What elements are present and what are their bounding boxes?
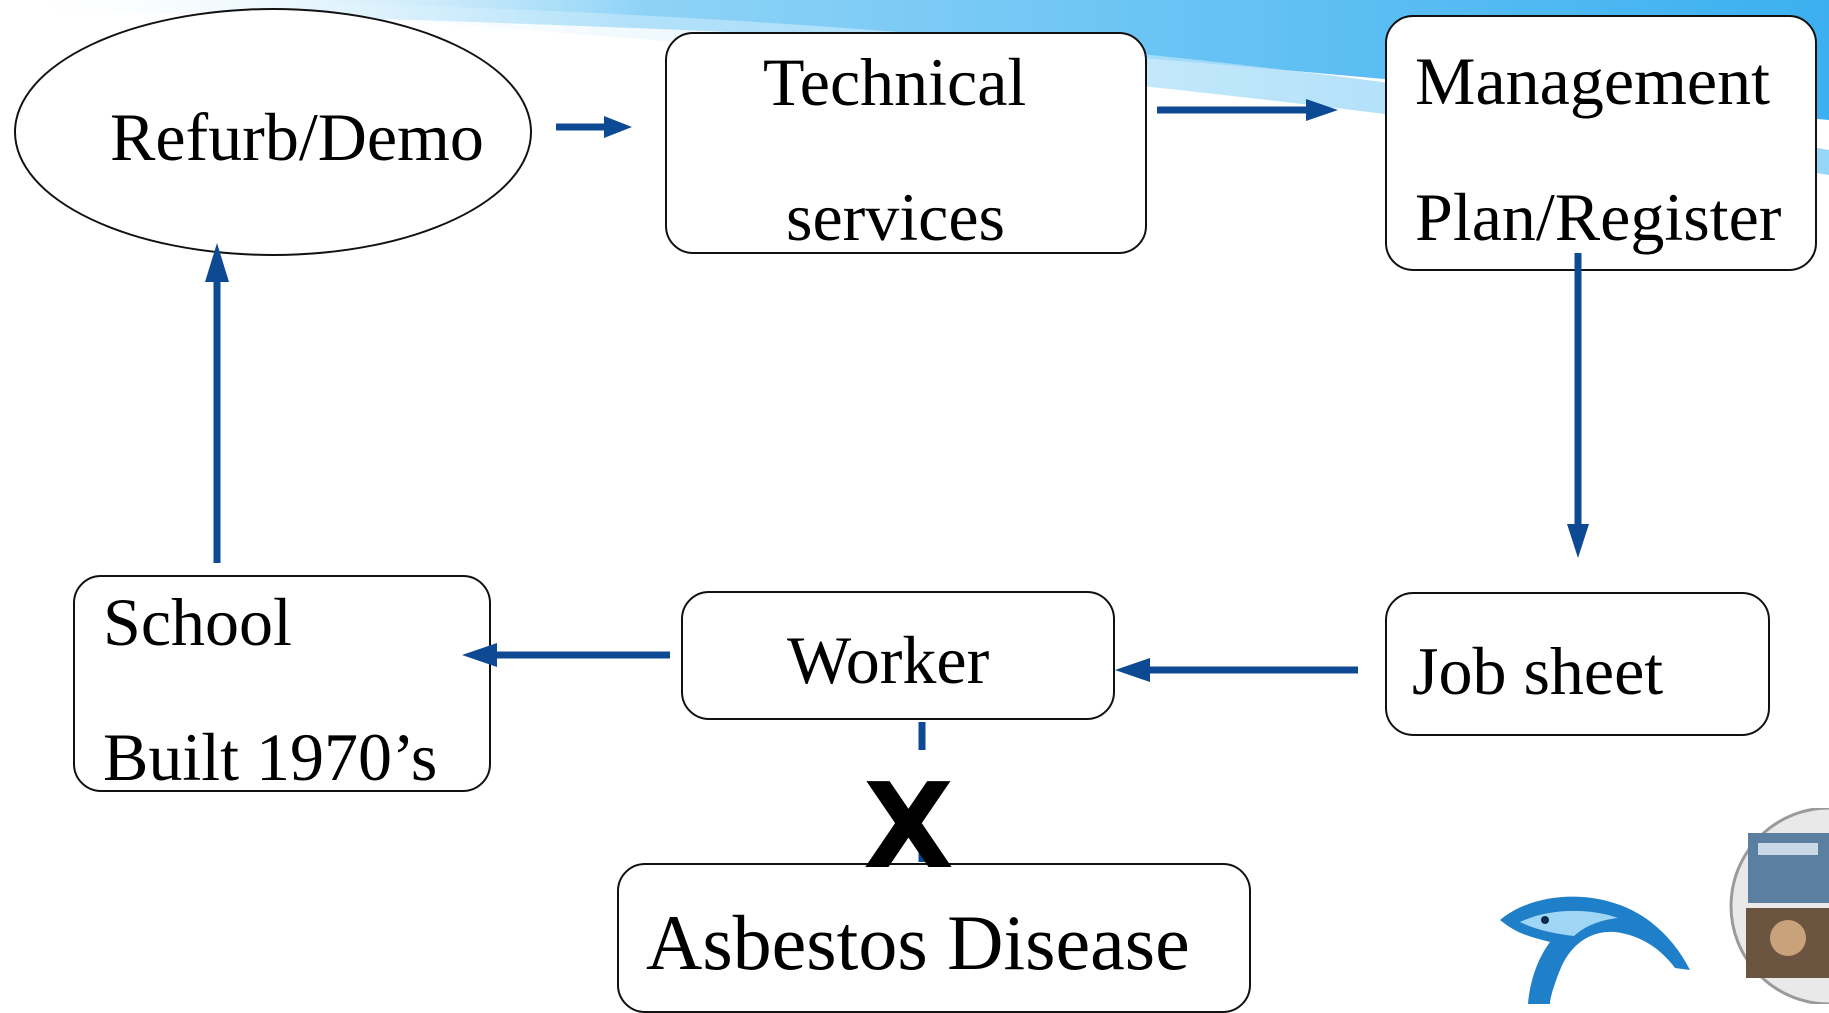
school-line2: Built 1970’s [103,719,438,795]
workplace-emblem-icon [1729,808,1829,1004]
school-line1: School [103,584,292,660]
dolphin-logo-icon [1500,896,1690,1004]
technical-services-line2: services [786,179,1006,255]
asbestos-disease-label: Asbestos Disease [646,899,1190,986]
worker-node [681,591,1115,720]
management-plan-line1: Management [1415,43,1770,119]
management-plan-line2: Plan/Register [1415,179,1782,255]
job-sheet-label: Job sheet [1412,633,1664,709]
asbestos-disease-node [617,863,1251,1013]
technical-services-line1: Technical [763,44,1027,120]
blocked-x-mark: X [863,757,954,895]
management-plan-node [1385,15,1817,271]
school-node [73,575,491,792]
worker-label: Worker [787,622,990,698]
refurb-demo-node [14,8,532,256]
technical-services-node [665,32,1147,254]
refurb-demo-label: Refurb/Demo [110,99,484,175]
job-sheet-node [1385,592,1770,736]
